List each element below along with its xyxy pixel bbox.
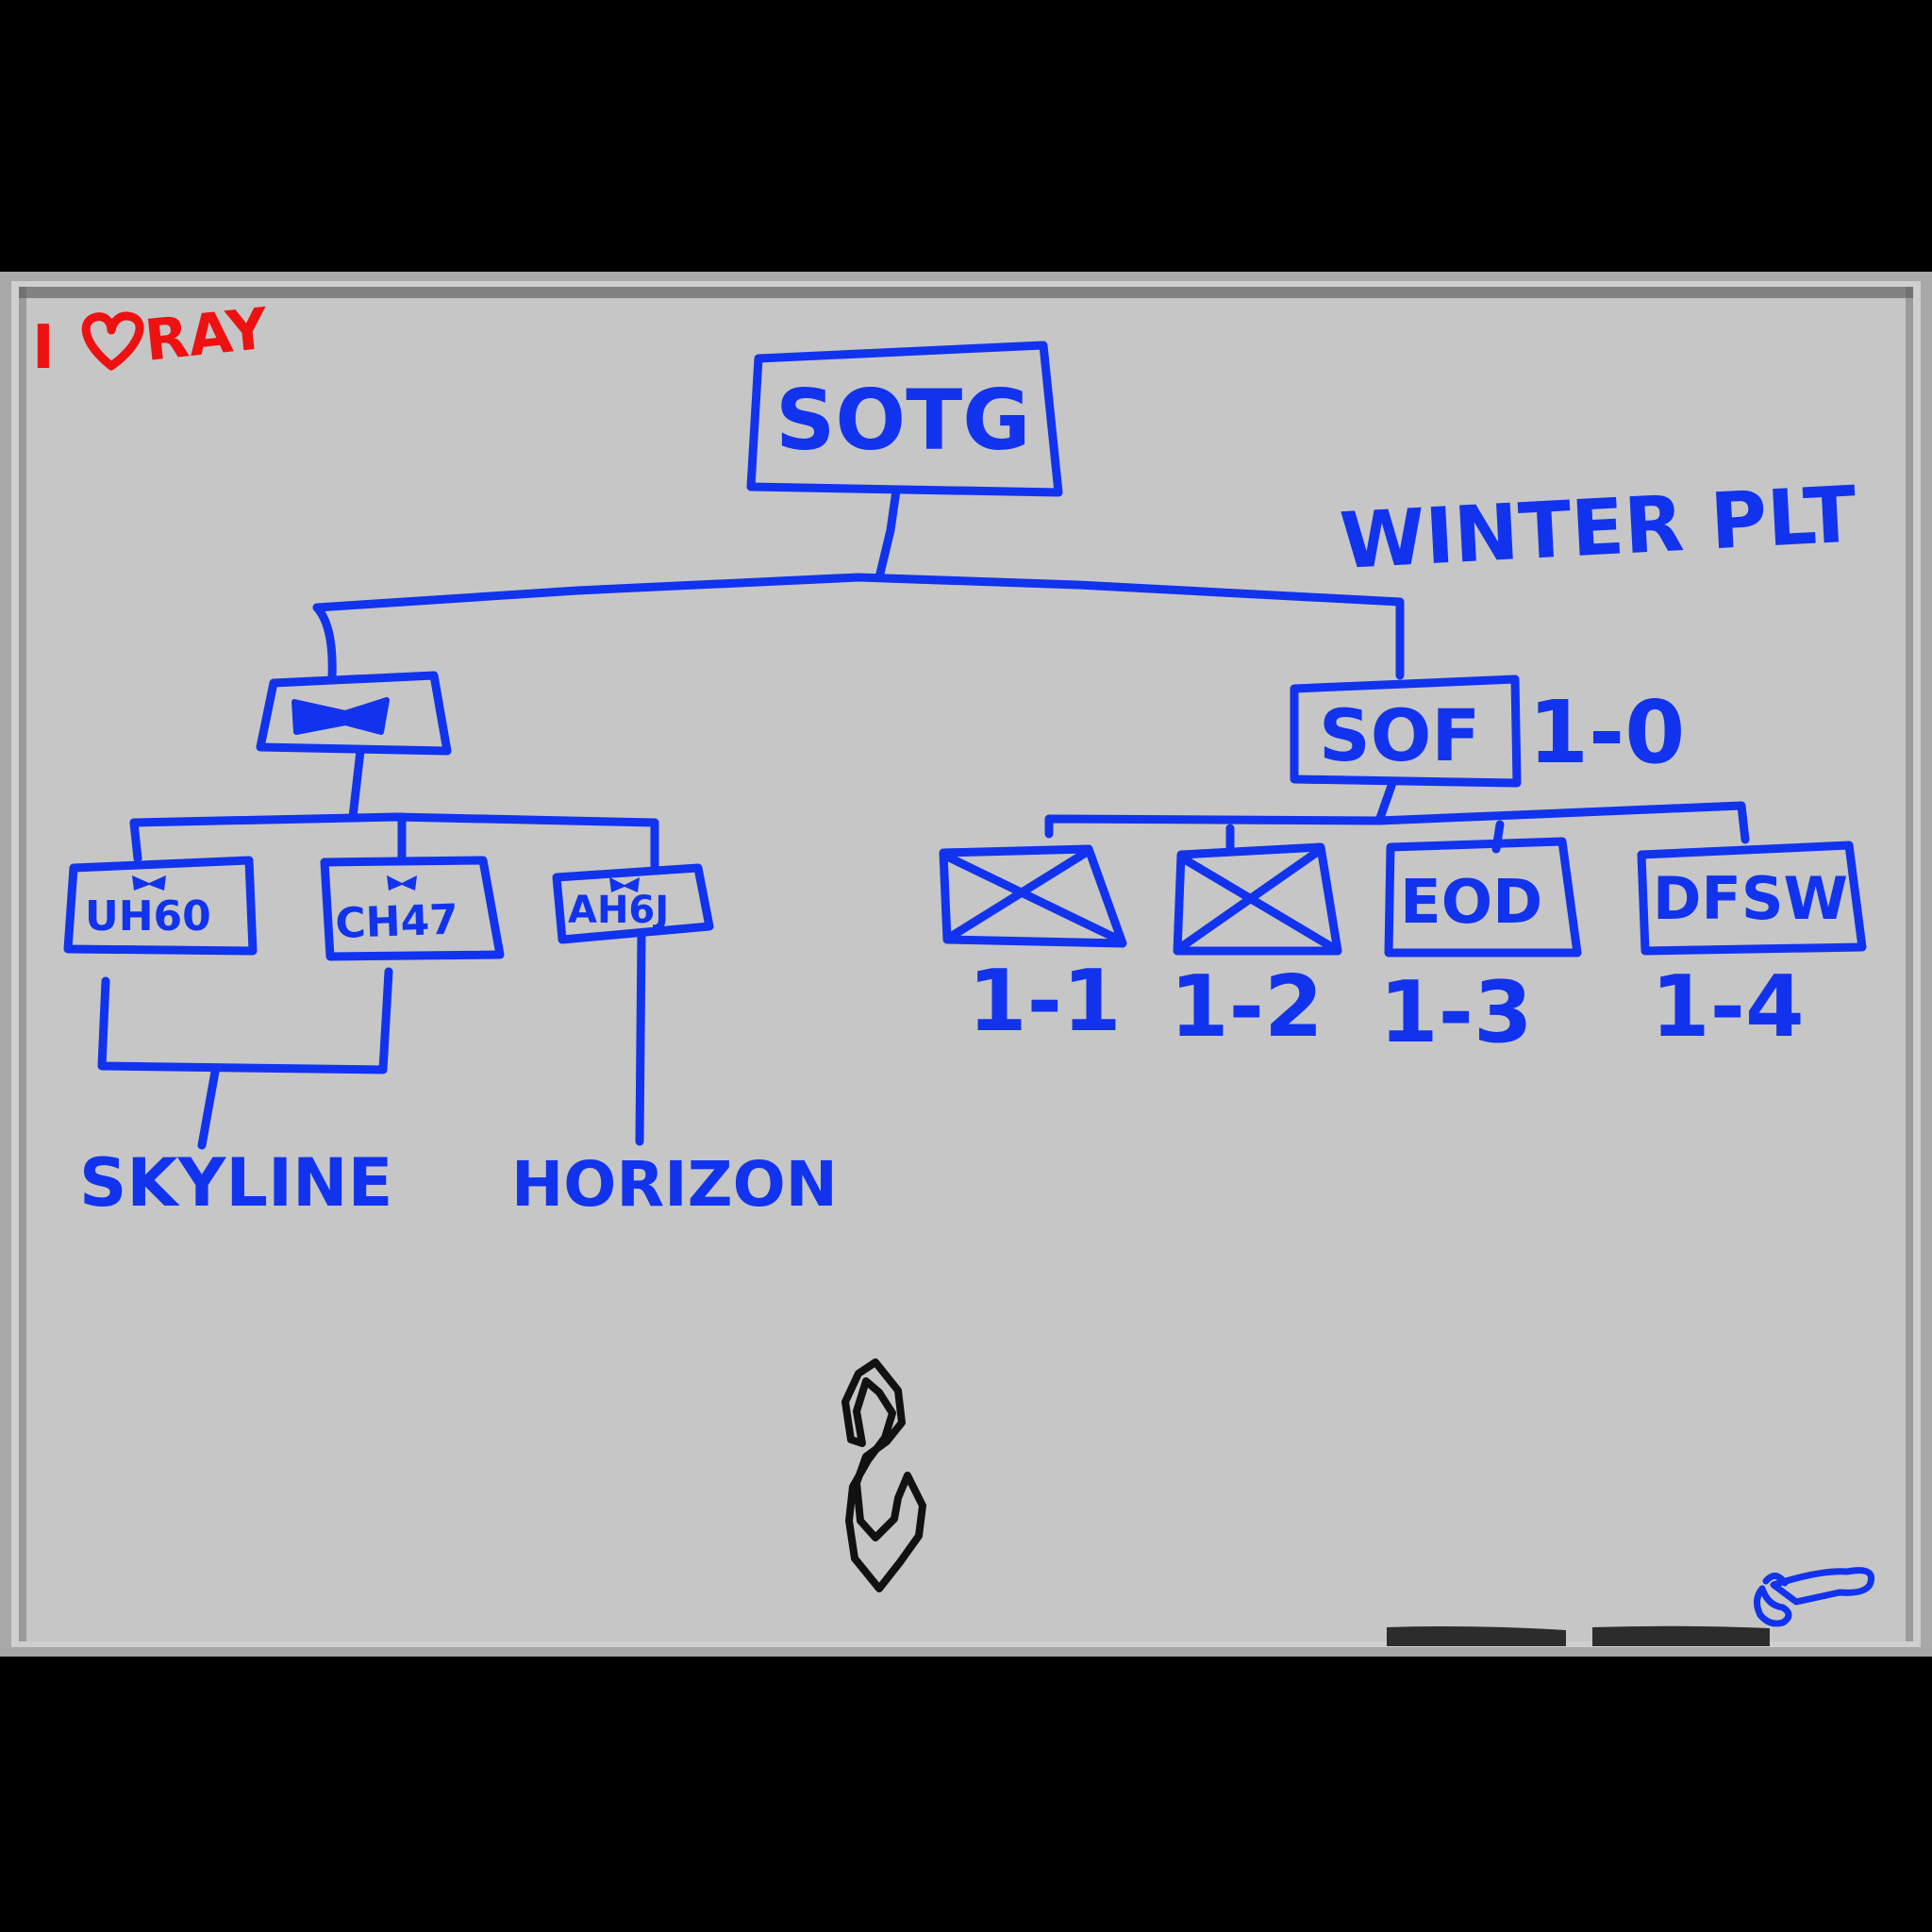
root-label: SOTG <box>775 372 1030 469</box>
sof-child-1-4: DFSW 1-4 <box>1637 841 1867 1057</box>
sof-child-designation: 1-3 <box>1379 963 1533 1062</box>
aviation-child-label: UH60 <box>85 892 211 941</box>
sof-node: SOF 1-0 <box>1044 675 1750 854</box>
sof-child-designation: 1-2 <box>1170 958 1324 1057</box>
infantry-cross-icon <box>942 846 1124 944</box>
aviation-bowtie-icon <box>291 697 390 735</box>
root-node: SOTG <box>746 341 1063 497</box>
aviation-callsign-links <box>97 929 646 1150</box>
sof-box <box>1290 675 1522 788</box>
sof-label: SOF <box>1319 693 1480 777</box>
double-s-doodle-icon <box>841 1358 926 1592</box>
aviation-bowtie-icon <box>387 875 417 891</box>
root-box <box>746 341 1063 497</box>
tagline-post: RAY <box>142 296 272 375</box>
doodle-sketch-icon <box>1754 1567 1874 1627</box>
sof-child-designation: 1-1 <box>968 952 1122 1051</box>
aviation-bowtie-icon <box>132 875 166 891</box>
tagline: I RAY <box>32 296 273 383</box>
aviation-child-ch47: CH47 <box>320 856 505 961</box>
sof-child-designation: 1-4 <box>1651 958 1805 1057</box>
top-connectors <box>312 486 1405 682</box>
aviation-child-label: CH47 <box>335 895 459 948</box>
aviation-box <box>256 671 452 756</box>
callsign-horizon: HORIZON <box>511 1148 838 1221</box>
aviation-child-label: AH6J <box>568 889 669 932</box>
whiteboard <box>0 272 1932 1657</box>
aviation-child-ah6j: AH6J <box>552 863 714 944</box>
marker-tray-left <box>1387 1626 1566 1646</box>
infantry-cross-icon <box>1176 846 1337 952</box>
tagline-pre: I <box>32 313 55 383</box>
heart-icon <box>81 311 144 371</box>
sof-designation: 1-0 <box>1528 682 1685 783</box>
aviation-bowtie-icon <box>609 877 640 892</box>
aviation-node <box>129 671 659 873</box>
callsign-skyline: SKYLINE <box>79 1144 392 1222</box>
aviation-child-uh60: UH60 <box>63 856 258 956</box>
marker-tray-right <box>1592 1625 1770 1646</box>
sof-child-label: EOD <box>1400 868 1542 938</box>
sof-child-1-1: 1-1 <box>939 844 1127 1051</box>
sof-child-1-3: EOD 1-3 <box>1379 837 1582 1062</box>
sof-child-label: DFSW <box>1653 864 1848 933</box>
sof-child-1-2: 1-2 <box>1170 842 1342 1057</box>
